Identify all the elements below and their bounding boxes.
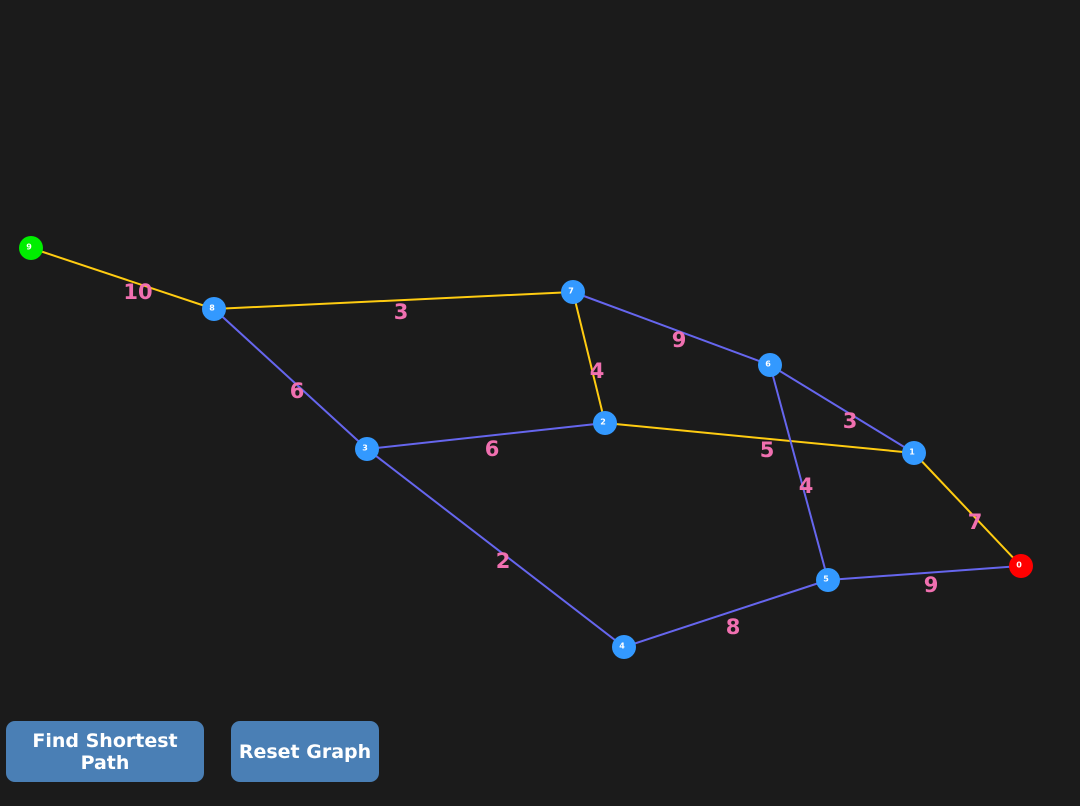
edge-3-4 — [366, 448, 625, 648]
node-9[interactable]: 9 — [19, 236, 43, 260]
node-circle-5[interactable] — [816, 568, 840, 592]
node-label-5: 5 — [823, 575, 829, 584]
edge-weight-2-1: 5 — [760, 438, 775, 462]
edge-weight-1-0: 7 — [968, 510, 983, 534]
node-label-6: 6 — [765, 360, 771, 369]
node-circle-1[interactable] — [902, 441, 926, 465]
edge-weight-3-4: 2 — [496, 549, 511, 573]
edge-6-1 — [769, 364, 915, 454]
node-4[interactable]: 4 — [612, 635, 636, 659]
edge-weight-3-2: 6 — [485, 437, 500, 461]
edge-2-1 — [604, 422, 915, 454]
node-label-7: 7 — [568, 287, 574, 296]
node-label-1: 1 — [909, 448, 915, 457]
node-2[interactable]: 2 — [593, 411, 617, 435]
node-7[interactable]: 7 — [561, 280, 585, 304]
edge-weight-9-8: 10 — [123, 280, 152, 304]
node-circle-4[interactable] — [612, 635, 636, 659]
edge-weight-4-5: 8 — [726, 615, 741, 639]
edge-9-8 — [30, 247, 215, 310]
edge-8-3 — [213, 308, 368, 450]
edge-weight-7-2: 4 — [590, 359, 605, 383]
edge-weight-7-6: 9 — [672, 328, 687, 352]
node-1[interactable]: 1 — [902, 441, 926, 465]
edge-3-2 — [366, 422, 606, 450]
node-circle-2[interactable] — [593, 411, 617, 435]
node-0[interactable]: 0 — [1009, 554, 1033, 578]
node-6[interactable]: 6 — [758, 353, 782, 377]
node-circle-3[interactable] — [355, 437, 379, 461]
node-label-8: 8 — [209, 304, 215, 313]
node-label-3: 3 — [362, 444, 368, 453]
edge-weight-6-1: 3 — [843, 409, 858, 433]
node-circle-0[interactable] — [1009, 554, 1033, 578]
edges-layer — [30, 247, 1022, 648]
edge-weight-8-7: 3 — [394, 300, 409, 324]
node-label-9: 9 — [26, 243, 32, 252]
node-8[interactable]: 8 — [202, 297, 226, 321]
edge-weight-8-3: 6 — [290, 379, 305, 403]
edge-7-6 — [572, 291, 771, 366]
node-circle-9[interactable] — [19, 236, 43, 260]
node-label-2: 2 — [600, 418, 606, 427]
node-label-0: 0 — [1016, 561, 1022, 570]
edge-4-5 — [623, 579, 829, 648]
node-circle-6[interactable] — [758, 353, 782, 377]
find-shortest-path-button[interactable]: Find Shortest Path — [6, 721, 204, 782]
edge-7-2 — [572, 291, 606, 424]
edge-8-7 — [213, 291, 574, 310]
edge-weight-5-0: 9 — [924, 573, 939, 597]
node-3[interactable]: 3 — [355, 437, 379, 461]
node-circle-7[interactable] — [561, 280, 585, 304]
node-circle-8[interactable] — [202, 297, 226, 321]
reset-graph-button[interactable]: Reset Graph — [231, 721, 379, 782]
edge-1-0 — [913, 452, 1022, 567]
edge-6-5 — [769, 364, 829, 581]
node-5[interactable]: 5 — [816, 568, 840, 592]
edge-weight-6-5: 4 — [799, 474, 814, 498]
node-label-4: 4 — [619, 642, 625, 651]
edge-5-0 — [827, 565, 1022, 581]
